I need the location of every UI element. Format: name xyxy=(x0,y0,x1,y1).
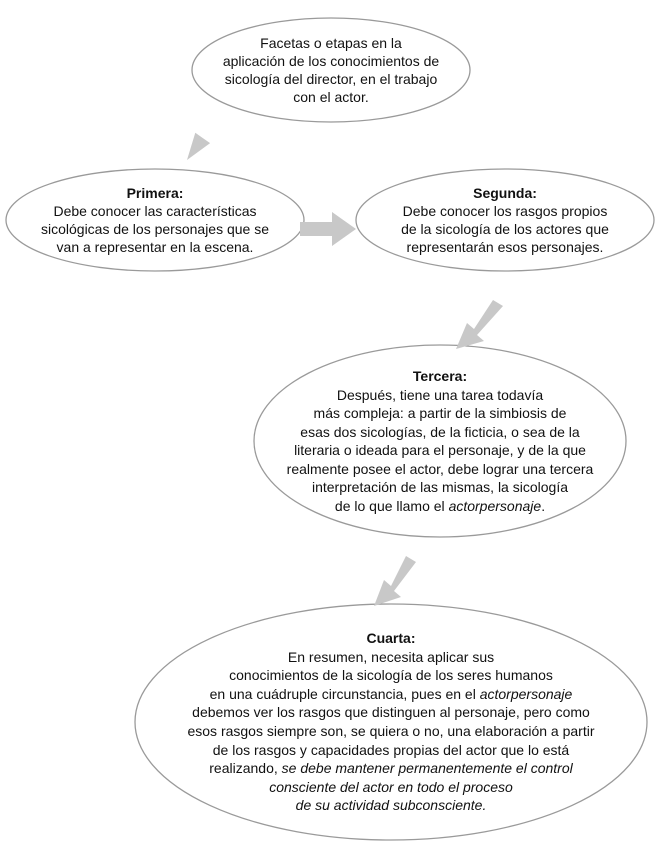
node-tercera-line-7-end: . xyxy=(541,497,546,514)
node-cuarta-line-1: En resumen, necesita aplicar sus xyxy=(287,648,495,665)
node-cuarta-line-7: realizando, se debe mantener permanentem… xyxy=(209,759,572,778)
node-segunda-line-3: representarán esos personajes. xyxy=(406,239,604,255)
node-cuarta-line-4: debemos ver los rasgos que distinguen al… xyxy=(192,704,590,721)
node-cuarta-line-2: conocimientos de la sicología de los ser… xyxy=(229,667,553,684)
node-primera-line-2: sicológicas de los personajes que se xyxy=(40,221,270,237)
node-cuarta-line-5: esos rasgos siempre son, se quiera o no,… xyxy=(187,723,595,739)
node-cuarta-line-9: de su actividad subconsciente. xyxy=(296,796,487,815)
node-segunda-line-2: de la sicología de los actores que xyxy=(401,221,609,237)
node-cuarta-line-7-italic: se debe mantener permanentemente el cont… xyxy=(281,760,573,777)
ellipse-primera xyxy=(5,168,305,272)
node-cuarta-line-3: en una cuádruple circunstancia, pues en … xyxy=(210,685,573,704)
node-cuarta: Cuarta: En resumen, necesita aplicar sus… xyxy=(136,607,646,837)
node-facetas-line-1: Facetas o etapas en la xyxy=(260,35,402,51)
node-segunda: Segunda: Debe conocer los rasgos propios… xyxy=(358,174,652,266)
arrow-primera-to-segunda xyxy=(300,212,356,246)
node-tercera: Tercera: Después, tiene una tarea todaví… xyxy=(254,350,626,532)
node-tercera-line-2: más compleja: a partir de la simbiosis d… xyxy=(313,405,567,421)
node-tercera-line-7-text: de lo que llamo el xyxy=(334,497,449,514)
node-facetas-line-3: sicología del director, en el trabajo xyxy=(224,71,438,87)
node-tercera-line-7: de lo que llamo el actorpersonaje. xyxy=(335,497,545,516)
node-tercera-line-3: esas dos sicologías, de la ficticia, o s… xyxy=(300,423,580,440)
node-facetas-line-2: aplicación de los conocimientos de xyxy=(222,53,440,69)
node-tercera-line-6: interpretación de las mismas, la sicolog… xyxy=(311,479,568,495)
node-facetas-line-4: con el actor. xyxy=(293,89,369,105)
node-cuarta-line-6: de los rasgos y capacidades propias del … xyxy=(212,741,570,758)
node-tercera-line-4: literaria o ideada para el personaje, y … xyxy=(294,442,586,458)
node-cuarta-heading: Cuarta: xyxy=(366,630,416,647)
ellipse-top xyxy=(191,17,471,123)
node-cuarta-line-9-italic: de su actividad subconsciente. xyxy=(295,797,487,814)
node-primera-line-1: Debe conocer las características xyxy=(53,203,257,219)
node-cuarta-line-3-italic: actorpersonaje xyxy=(479,685,573,702)
node-segunda-line-1: Debe conocer los rasgos propios xyxy=(402,203,608,219)
node-cuarta-line-3-text: en una cuádruple circunstancia, pues en … xyxy=(209,685,480,702)
node-tercera-line-5: realmente posee el actor, debe lograr un… xyxy=(286,460,594,477)
node-cuarta-line-8: consciente del actor en todo el proceso xyxy=(269,778,513,797)
node-tercera-line-7-italic: actorpersonaje xyxy=(448,497,542,514)
node-segunda-heading: Segunda: xyxy=(473,185,537,201)
node-cuarta-line-7-text: realizando, xyxy=(209,760,282,777)
ellipse-tercera xyxy=(253,344,627,538)
node-facetas: Facetas o etapas en la aplicación de los… xyxy=(192,22,470,118)
node-primera: Primera: Debe conocer las característica… xyxy=(8,174,302,266)
node-tercera-heading: Tercera: xyxy=(412,368,468,384)
arrow-tercera-to-cuarta xyxy=(374,556,416,606)
ellipse-segunda xyxy=(355,168,655,272)
node-tercera-line-1: Después, tiene una tarea todavía xyxy=(336,386,544,403)
node-cuarta-line-8-italic: consciente del actor en todo el proceso xyxy=(269,778,513,795)
arrow-top-to-primera xyxy=(187,116,229,160)
node-primera-heading: Primera: xyxy=(126,185,184,201)
arrow-segunda-to-tercera xyxy=(456,300,503,349)
node-primera-line-3: van a representar en la escena. xyxy=(56,239,254,255)
ellipse-cuarta xyxy=(134,603,648,841)
